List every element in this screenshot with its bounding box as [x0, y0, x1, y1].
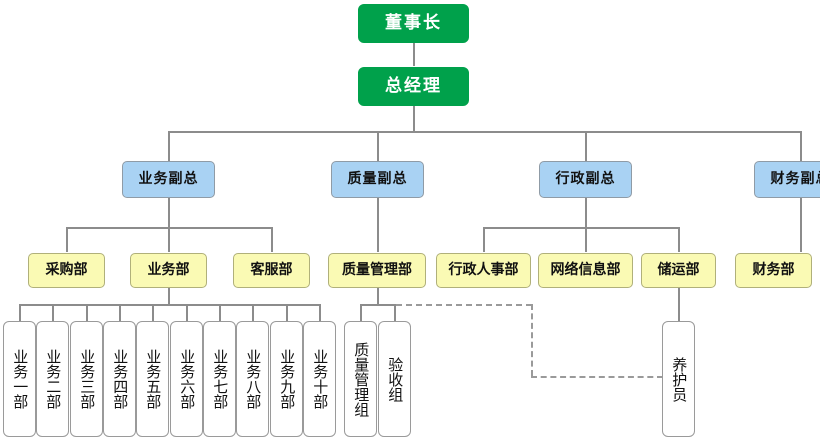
node-team-maintainer[interactable]: 养护员: [662, 321, 695, 437]
connector-drop-team-business-3: [86, 304, 88, 321]
node-vp-finance[interactable]: 财务副总: [754, 161, 820, 198]
connector-drop-team-business-1: [19, 304, 21, 321]
node-team-business-5[interactable]: 业务五部: [136, 321, 169, 437]
node-dept-storage-transport[interactable]: 储运部: [641, 253, 716, 288]
connector-drop-dept-storage-transport: [678, 227, 680, 252]
node-team-acceptance[interactable]: 验收组: [378, 321, 411, 437]
dashed-relation-side: [531, 304, 533, 376]
connector-bus-level1: [169, 131, 802, 133]
connector-drop-team-business-4: [119, 304, 121, 321]
connector-chairman-to-gm: [413, 43, 415, 66]
dashed-relation-top: [396, 304, 532, 306]
node-vp-admin[interactable]: 行政副总: [539, 161, 632, 198]
connector-drop-dept-customer-service: [271, 227, 273, 252]
node-dept-network-info[interactable]: 网络信息部: [538, 253, 633, 288]
connector-vp-quality-to-dept: [377, 198, 379, 252]
connector-bus-vp-admin: [483, 227, 679, 229]
connector-drop-dept-network-info: [585, 227, 587, 252]
connector-drop-team-acceptance: [394, 304, 396, 321]
connector-drop-team-business-5: [152, 304, 154, 321]
connector-dept-storage-to-maintainer: [678, 288, 680, 321]
connector-vp-business-stem: [168, 198, 170, 227]
node-team-business-6[interactable]: 业务六部: [170, 321, 203, 437]
node-team-business-3[interactable]: 业务三部: [70, 321, 103, 437]
connector-drop-vp-admin: [585, 131, 587, 161]
connector-bus-business-teams: [19, 304, 319, 306]
connector-drop-team-business-8: [252, 304, 254, 321]
connector-drop-vp-quality: [377, 131, 379, 161]
node-team-business-10[interactable]: 业务十部: [303, 321, 336, 437]
connector-drop-team-business-7: [219, 304, 221, 321]
connector-drop-vp-business: [168, 131, 170, 161]
connector-drop-team-business-2: [52, 304, 54, 321]
dashed-relation-bottom: [531, 376, 663, 378]
node-team-business-9[interactable]: 业务九部: [270, 321, 303, 437]
node-team-business-7[interactable]: 业务七部: [203, 321, 236, 437]
node-chairman[interactable]: 董事长: [358, 4, 469, 43]
node-vp-business[interactable]: 业务副总: [122, 161, 215, 198]
node-dept-admin-hr[interactable]: 行政人事部: [436, 253, 531, 288]
node-dept-quality-management[interactable]: 质量管理部: [328, 253, 426, 288]
node-dept-business[interactable]: 业务部: [130, 253, 207, 288]
connector-vp-finance-to-dept: [800, 198, 802, 252]
connector-drop-team-quality-management: [360, 304, 362, 321]
connector-dept-business-stem: [168, 288, 170, 304]
connector-dept-quality-stem: [377, 288, 379, 304]
connector-bus-quality-teams: [360, 304, 396, 306]
node-vp-quality[interactable]: 质量副总: [331, 161, 424, 198]
connector-vp-admin-stem: [585, 198, 587, 227]
connector-drop-dept-business: [168, 227, 170, 252]
node-team-quality-management[interactable]: 质量管理组: [344, 321, 377, 437]
connector-drop-dept-purchasing: [66, 227, 68, 252]
connector-drop-team-business-9: [286, 304, 288, 321]
node-dept-purchasing[interactable]: 采购部: [28, 253, 105, 288]
node-dept-customer-service[interactable]: 客服部: [233, 253, 310, 288]
node-team-business-4[interactable]: 业务四部: [103, 321, 136, 437]
node-team-business-2[interactable]: 业务二部: [36, 321, 69, 437]
connector-drop-team-business-6: [186, 304, 188, 321]
node-team-business-8[interactable]: 业务八部: [236, 321, 269, 437]
connector-drop-team-business-10: [319, 304, 321, 321]
node-team-business-1[interactable]: 业务一部: [3, 321, 36, 437]
connector-gm-down: [413, 106, 415, 131]
connector-drop-vp-finance: [800, 131, 802, 161]
node-dept-finance[interactable]: 财务部: [735, 253, 812, 288]
connector-drop-dept-admin-hr: [483, 227, 485, 252]
node-general-manager[interactable]: 总经理: [358, 67, 469, 106]
